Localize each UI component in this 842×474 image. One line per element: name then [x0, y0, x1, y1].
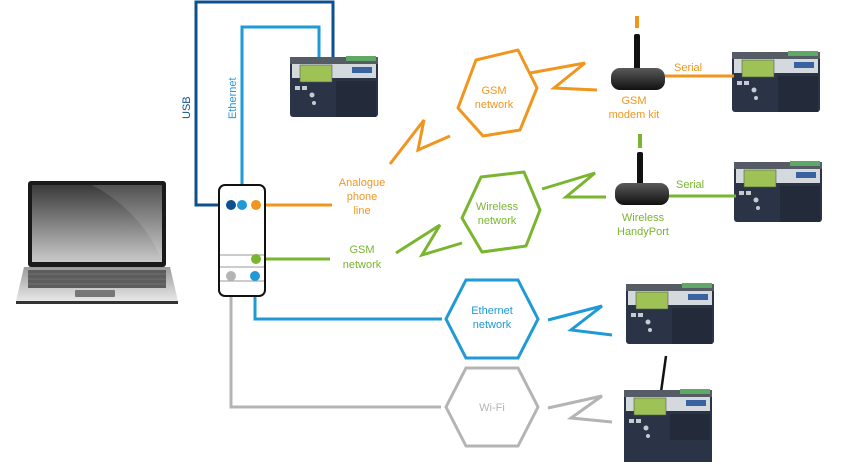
handyport-label-line2: HandyPort	[617, 226, 669, 238]
svg-text:phone: phone	[347, 191, 378, 203]
gsm-modem-label-line1: GSM	[621, 95, 646, 107]
wifi-network-node: Wi-Fi	[444, 366, 540, 448]
gsm-modem-label-line2: modem kit	[609, 109, 660, 121]
green-wireless-link-2	[541, 171, 606, 199]
laptop-icon	[16, 181, 178, 304]
green-wireless-link-1	[395, 223, 463, 258]
data-logger-gsm	[731, 50, 821, 113]
data-logger-wireless	[733, 160, 823, 223]
handyport-icon	[615, 134, 669, 205]
svg-text:line: line	[353, 205, 370, 217]
usb-port	[226, 200, 236, 210]
lan-port	[250, 271, 260, 281]
orange-wireless-link-1	[388, 119, 451, 165]
gsm-modem-icon	[611, 16, 665, 90]
data-logger-top	[289, 55, 379, 118]
svg-text:GSM: GSM	[481, 85, 506, 97]
wifi-wireless-link	[547, 394, 613, 424]
svg-text:network: network	[343, 259, 382, 271]
gsm-serial-label: Serial	[674, 62, 702, 74]
usb-label: USB	[181, 96, 193, 119]
data-logger-wifi	[623, 355, 713, 462]
svg-text:network: network	[475, 99, 514, 111]
ethernet-network-node: Ethernet network	[444, 278, 540, 360]
wifi-port	[226, 271, 236, 281]
handyport-serial-label: Serial	[676, 179, 704, 191]
gsm-network-node: GSM network	[456, 48, 539, 138]
phone-port	[251, 200, 261, 210]
ethernet-port	[237, 200, 247, 210]
ethernet-label: Ethernet	[227, 77, 239, 119]
handyport-label-line1: Wireless	[622, 212, 665, 224]
gsm-port	[251, 254, 261, 264]
ethernet-cable	[240, 25, 321, 205]
analogue-phone-line-label: Analogue phone line	[339, 177, 386, 217]
svg-text:Wi-Fi: Wi-Fi	[479, 402, 505, 414]
svg-text:network: network	[478, 215, 517, 227]
ethernet-wireless-link	[547, 304, 613, 337]
gsm-network-label: GSM network	[343, 244, 382, 271]
svg-text:Wireless: Wireless	[476, 201, 519, 213]
connection-hub	[218, 184, 266, 297]
svg-text:Ethernet: Ethernet	[471, 305, 513, 317]
wireless-network-node: Wireless network	[460, 170, 542, 254]
ethernet-network-cable	[253, 276, 442, 321]
data-logger-ethernet	[625, 282, 715, 345]
svg-text:Analogue: Analogue	[339, 177, 386, 189]
svg-text:network: network	[473, 319, 512, 331]
orange-wireless-link-2	[529, 61, 598, 92]
usb-cable	[194, 0, 335, 207]
svg-text:GSM: GSM	[349, 244, 374, 256]
wifi-cable	[229, 276, 441, 409]
